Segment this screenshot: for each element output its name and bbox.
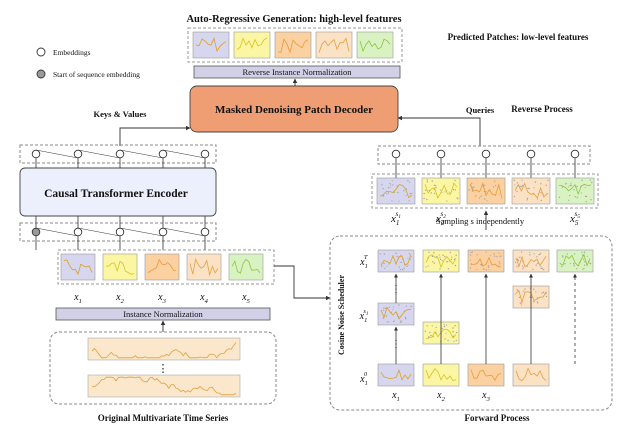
forward-process-title: Forward Process	[464, 413, 530, 423]
top-patch-1	[192, 31, 230, 59]
forward-row-label-T: x1T	[359, 254, 368, 270]
forward-ellipsis-1: ⋮	[391, 284, 401, 295]
encoder-output-embedding-2	[73, 149, 83, 159]
predicted-patches-title: Predicted Patches: low-level features	[448, 32, 589, 42]
legend-embeddings: Embeddings	[53, 48, 91, 57]
series-panel-bottom	[87, 374, 241, 398]
input-patches-group	[57, 249, 275, 285]
sampled-label-2: x2s2	[435, 210, 446, 227]
input-patch-label-4: x4	[199, 292, 208, 305]
keys-values-label: Keys & Values	[94, 109, 148, 119]
causal-transformer-encoder-block	[19, 167, 217, 217]
query-embedding-5	[570, 149, 580, 159]
forward-row-label-s1: x1s1	[359, 308, 369, 324]
sampled-patch-3	[466, 177, 506, 205]
forward-x4-T	[512, 249, 550, 273]
input-patch-5	[228, 253, 264, 281]
decoder-label: Masked Denoising Patch Decoder	[215, 104, 373, 116]
encoder-label: Causal Transformer Encoder	[44, 188, 188, 200]
original-series-title: Original Multivariate Time Series	[98, 413, 229, 423]
encoder-input-embedding-5	[200, 227, 210, 237]
top-patch-3	[274, 31, 312, 59]
encoder-output-embeddings	[19, 144, 217, 164]
sampled-label-1: x1s1	[390, 210, 401, 227]
query-embedding-1	[391, 149, 401, 159]
ar-generation-title: Auto-Regressive Generation: high-level f…	[186, 14, 401, 25]
sampled-patch-1	[376, 177, 416, 205]
query-embedding-2	[436, 149, 446, 159]
forward-bottom-label-3: x3	[481, 390, 490, 403]
top-patch-4	[315, 31, 353, 59]
cosine-noise-scheduler-label: Cosine Noise Scheduler	[337, 275, 346, 355]
forward-x1-T	[377, 249, 415, 273]
reverse-instance-norm-label: Reverse Instance Normalization	[242, 67, 352, 77]
forward-x4-0	[512, 363, 550, 387]
input-patch-label-3: x3	[157, 292, 166, 305]
input-patch-label-5: x5	[241, 292, 250, 305]
forward-x1-s1	[377, 302, 415, 326]
encoder-output-embedding-5	[200, 149, 210, 159]
top-patch-2	[233, 31, 271, 59]
encoder-input-embedding-2	[73, 227, 83, 237]
top-patch-5	[356, 31, 394, 59]
series-line-top	[91, 342, 237, 359]
encoder-input-embedding-3	[115, 227, 125, 237]
queries-label: Queries	[466, 105, 495, 115]
input-patch-label-2: x2	[115, 292, 124, 305]
start-of-sequence-embedding	[31, 227, 41, 237]
encoder-output-embedding-3	[115, 149, 125, 159]
query-embedding-3	[481, 149, 491, 159]
sampled-patch-4	[511, 177, 551, 205]
sampled-label-5: x5s5	[569, 210, 580, 227]
forward-x5-T	[556, 249, 594, 273]
encoder-input-embeddings	[19, 222, 217, 242]
reverse-process-title: Reverse Process	[511, 104, 573, 114]
forward-bottom-label-1: x1	[391, 390, 400, 403]
input-patch-label-1: x1	[73, 292, 82, 305]
forward-row-label-0: x10	[359, 371, 368, 387]
forward-x3-0	[467, 363, 505, 387]
instance-norm-label: Instance Normalization	[123, 309, 203, 319]
encoder-input-embedding-4	[158, 227, 168, 237]
instance-norm-block	[55, 307, 271, 321]
input-patch-2	[102, 253, 138, 281]
forward-x2-0	[422, 363, 460, 387]
forward-x3-T	[467, 249, 505, 273]
forward-bottom-label-2: x2	[436, 390, 445, 403]
sos-legend-icon	[36, 69, 46, 79]
forward-x1-0	[377, 363, 415, 387]
sampled-patch-5	[555, 177, 595, 205]
sampling-label: Sampling s independently	[436, 216, 525, 226]
top-patches-group	[187, 27, 403, 63]
series-panel-top	[87, 337, 241, 361]
forward-process-group	[329, 235, 613, 411]
query-embedding-4	[526, 149, 536, 159]
sampled-patch-2	[421, 177, 461, 205]
series-line-bottom	[91, 376, 237, 396]
input-patch-4	[186, 253, 222, 281]
encoder-output-embedding-1	[31, 149, 41, 159]
sampled-patches-group	[371, 173, 599, 209]
series-ellipsis: ⋮	[158, 363, 169, 375]
top-patches	[192, 31, 394, 59]
input-patch-3	[144, 253, 180, 281]
encoder-output-embedding-4	[158, 149, 168, 159]
legend-start-of-sequence: Start of sequence embedding	[53, 70, 140, 79]
reverse-instance-norm-block	[193, 65, 401, 79]
query-embeddings	[377, 145, 591, 165]
masked-denoising-decoder-block	[189, 85, 399, 133]
embedding-legend-icon	[36, 47, 46, 57]
forward-ellipsis-2: ⋮	[391, 339, 401, 350]
input-patch-1	[60, 253, 96, 281]
forward-x2-T	[422, 249, 460, 273]
